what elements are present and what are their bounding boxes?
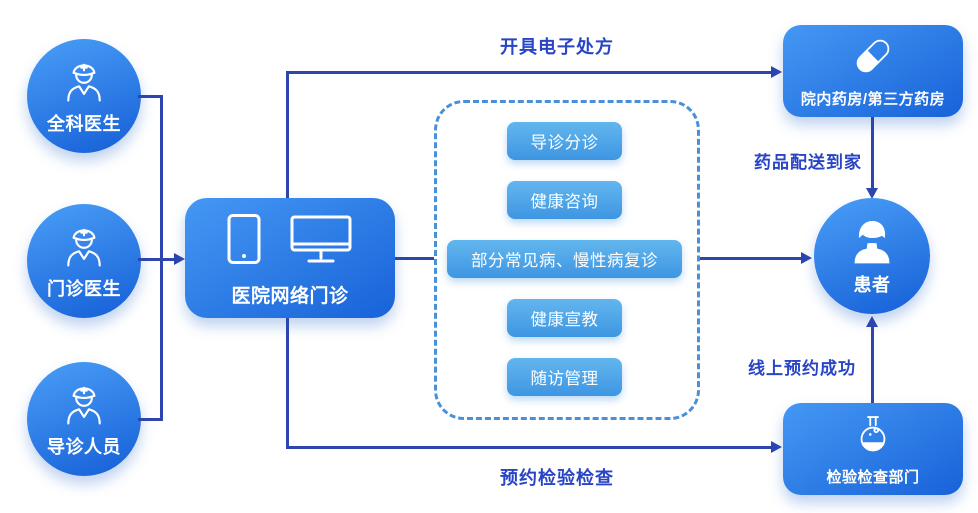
connector-services-to-patient [700, 257, 802, 260]
node-guidance-staff: 导诊人员 [27, 362, 141, 476]
connector-actor3 [138, 418, 163, 421]
lab-label: 检验检查部门 [826, 468, 920, 486]
doctor-icon [58, 221, 110, 273]
edge-label-prescription: 开具电子处方 [500, 37, 614, 57]
node-hospital-network-clinic: 医院网络门诊 [185, 198, 395, 318]
capsule-icon [851, 34, 895, 83]
edge-label-booking-success: 线上预约成功 [748, 359, 856, 378]
service-health-education: 健康宣教 [507, 299, 622, 337]
node-general-practitioner: 全科医生 [27, 39, 141, 153]
service-chronic-followup: 部分常见病、慢性病复诊 [447, 240, 682, 278]
actor-label: 门诊医生 [47, 279, 121, 299]
actor-label: 导诊人员 [47, 437, 121, 457]
connector-prescription [286, 71, 772, 74]
arrowhead-to-lab [771, 441, 782, 453]
patient-label: 患者 [853, 275, 891, 295]
flask-icon [851, 412, 895, 461]
patient-icon [845, 215, 899, 269]
connector-booking [286, 446, 772, 449]
connector-actors-to-hub [138, 258, 175, 261]
node-pharmacy: 院内药房/第三方药房 [783, 25, 963, 117]
service-triage: 导诊分诊 [507, 122, 622, 160]
connector-booking-success [871, 326, 874, 403]
connector-delivery [871, 117, 874, 189]
connector-hub-down [286, 318, 289, 449]
arrowhead-to-hub [174, 253, 185, 265]
connector-actor1 [138, 95, 163, 98]
actor-label: 全科医生 [47, 114, 121, 134]
pharmacy-label: 院内药房/第三方药房 [800, 90, 946, 108]
edge-label-delivery: 药品配送到家 [754, 153, 862, 172]
service-health-consult: 健康咨询 [507, 181, 622, 219]
doctor-icon [58, 56, 110, 108]
node-outpatient-doctor: 门诊医生 [27, 204, 141, 318]
arrowhead-to-pharmacy [771, 66, 782, 78]
node-patient: 患者 [814, 198, 930, 314]
arrowhead-delivery [866, 188, 878, 199]
edge-label-booking: 预约检验检查 [500, 468, 614, 488]
service-followup-mgmt: 随访管理 [507, 358, 622, 396]
monitor-icon [288, 214, 354, 271]
doctor-icon [58, 379, 110, 431]
arrowhead-to-patient [801, 252, 812, 264]
smartphone-icon [226, 212, 262, 271]
arrowhead-booking-success [866, 316, 878, 327]
connector-hub-to-services [395, 257, 434, 260]
connector-hub-up [286, 71, 289, 198]
hub-label: 医院网络门诊 [231, 286, 349, 307]
node-lab: 检验检查部门 [783, 403, 963, 495]
